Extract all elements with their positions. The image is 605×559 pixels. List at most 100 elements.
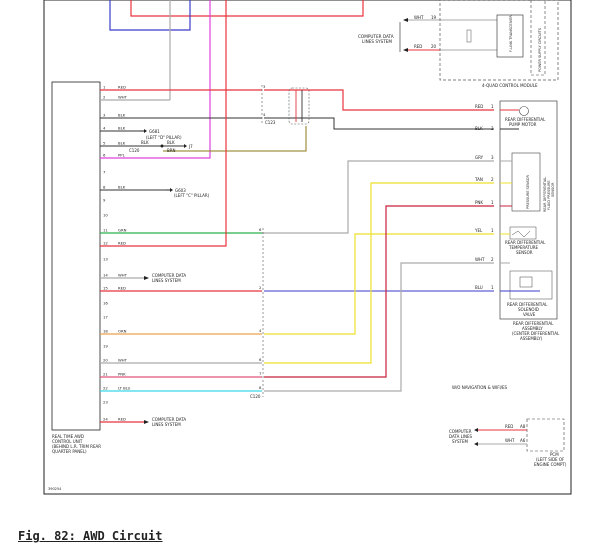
rtc-pin-wire-color: BLK bbox=[118, 113, 126, 118]
assembly-label: REAR DIFFERENTIAL ASSEMBLY (CENTER DIFFE… bbox=[512, 321, 560, 341]
connector-pin-number: 8 bbox=[259, 385, 262, 390]
ps-wire-color: PNK bbox=[475, 200, 483, 205]
svg-text:C120: C120 bbox=[129, 148, 140, 153]
temperature-sensor: YEL 1 REAR DIFFERENTIAL TEMPERATURE SENS… bbox=[474, 226, 546, 264]
svg-text:SENSOR: SENSOR bbox=[516, 250, 533, 255]
rtc-pin-number: 14 bbox=[103, 273, 108, 278]
diagram-frame bbox=[43, 0, 572, 495]
svg-text:LINES SYSTEM: LINES SYSTEM bbox=[152, 278, 181, 283]
connector-pin-number: 6 bbox=[259, 357, 262, 362]
svg-text:2: 2 bbox=[491, 126, 494, 131]
svg-text:RED: RED bbox=[475, 104, 483, 109]
c123-label: C123 bbox=[265, 120, 276, 125]
wire-pin12-red bbox=[100, 90, 227, 247]
figure-caption: Fig. 82: AWD Circuit bbox=[18, 529, 163, 543]
wire-pnk-cont bbox=[264, 205, 494, 378]
svg-text:G681: G681 bbox=[149, 129, 160, 134]
rtc-pin-number: 18 bbox=[103, 329, 108, 334]
rtc-pin-wire-color: RED bbox=[118, 85, 126, 90]
rtc-pin-number: 9 bbox=[103, 198, 106, 203]
svg-text:A6: A6 bbox=[520, 438, 526, 443]
rtc-pin-wire-color: RED bbox=[118, 417, 126, 422]
svg-text:RED: RED bbox=[505, 424, 513, 429]
rtc-cdl-1: COMPUTER DATA LINES SYSTEM bbox=[144, 273, 186, 283]
rtc-pin-number: 16 bbox=[103, 301, 108, 306]
flink-label: F-LINK TRANSCEIVER bbox=[509, 15, 513, 52]
rtc-pin-number: 15 bbox=[103, 286, 108, 291]
rtc-unit-box bbox=[51, 81, 101, 431]
rtc-pin-number: 17 bbox=[103, 315, 108, 320]
rtc-pin-wire-color: PNK bbox=[118, 372, 126, 377]
drawing-id: 390254 bbox=[48, 487, 62, 491]
svg-text:REAR DIFFERENTIAL: REAR DIFFERENTIAL bbox=[543, 177, 547, 212]
c120-label: C120 bbox=[250, 394, 261, 399]
pcm-module: RED A8 WHT A6 PCM (LEFT SIDE OF ENGINE C… bbox=[474, 418, 567, 467]
top-red-trace bbox=[130, 0, 364, 17]
ground-g681: G681 (LEFT "D" PILLAR) bbox=[140, 129, 182, 140]
psu-box bbox=[530, 0, 546, 76]
svg-text:1: 1 bbox=[491, 228, 494, 233]
connector-pin-number: 7 bbox=[259, 371, 262, 376]
connector-pin-number: 4 bbox=[263, 112, 266, 117]
psu-label: POWER SUPPLY CIRCUITS bbox=[538, 27, 542, 72]
rtc-pin-wire-color: WHT bbox=[118, 95, 128, 100]
svg-text:REAR DIFFERENTIAL: REAR DIFFERENTIAL bbox=[505, 117, 546, 122]
rtc-pin-wire-color: LT BLU bbox=[118, 386, 131, 391]
rtc-pin-number: 6 bbox=[103, 153, 106, 158]
svg-text:LINES SYSTEM: LINES SYSTEM bbox=[152, 422, 181, 427]
rtc-pin-wire-color: ORN bbox=[118, 329, 127, 334]
top-wht-pin: 19 bbox=[431, 15, 437, 20]
svg-text:TEMPERATURE: TEMPERATURE bbox=[508, 245, 539, 250]
svg-text:SOLENOID: SOLENOID bbox=[518, 307, 539, 312]
rtc-pin-number: 3 bbox=[103, 113, 106, 118]
rtc-pin-number: 11 bbox=[103, 228, 108, 233]
wire-ltblu-gry bbox=[264, 262, 494, 392]
rtc-cdl-2: COMPUTER DATA LINES SYSTEM bbox=[144, 417, 186, 427]
ps-wire-color: TAN bbox=[474, 177, 483, 182]
rtc-pin-number: 24 bbox=[103, 417, 108, 422]
connector-pin-number: 4 bbox=[259, 328, 262, 333]
wire-orn-yel bbox=[264, 233, 494, 335]
svg-text:BLK: BLK bbox=[167, 140, 175, 145]
nav-note: W/O NAVIGATION & WIFI/ES bbox=[452, 385, 508, 390]
rtc-pin-number: 22 bbox=[103, 386, 108, 391]
rtc-pin-number: 7 bbox=[103, 170, 106, 175]
wire-brn-shield bbox=[163, 126, 307, 152]
svg-text:A8: A8 bbox=[520, 424, 526, 429]
wire-gry-ps bbox=[262, 160, 494, 234]
wire-wht-tan bbox=[264, 182, 494, 364]
rtc-pin-number: 20 bbox=[103, 358, 108, 363]
svg-text:J7: J7 bbox=[188, 144, 193, 149]
rtc-pin-number: 19 bbox=[103, 344, 108, 349]
svg-text:(LEFT SIDE OF: (LEFT SIDE OF bbox=[536, 457, 565, 462]
wire-magenta-riser bbox=[100, 0, 211, 159]
solenoid-valve: BLU 1 REAR DIFFERENTIAL SOLENOID VALVE bbox=[475, 270, 553, 317]
rtc-pin-number: 12 bbox=[103, 241, 108, 246]
shield-twisted-pair bbox=[288, 87, 310, 125]
svg-text:VALVE: VALVE bbox=[523, 312, 536, 317]
svg-text:2: 2 bbox=[491, 257, 494, 262]
svg-text:YEL: YEL bbox=[474, 228, 483, 233]
rtc-pin-wire-color: PPL bbox=[118, 153, 126, 158]
ground-splice-c120: BLK C120 J7 BLK BRN bbox=[129, 140, 193, 153]
svg-text:BLU: BLU bbox=[475, 285, 483, 290]
rtc-pin-number: 13 bbox=[103, 257, 108, 262]
ps-wire-pin: 2 bbox=[491, 177, 494, 182]
top-arrow-1 bbox=[403, 18, 408, 22]
svg-text:PUMP MOTOR: PUMP MOTOR bbox=[509, 122, 537, 127]
svg-text:1: 1 bbox=[491, 285, 494, 290]
quad-control-module-label: 4-QUAD CONTROL MODULE bbox=[482, 83, 538, 88]
svg-text:FLUID PRESSURE: FLUID PRESSURE bbox=[547, 180, 551, 210]
resistor-1 bbox=[466, 29, 472, 43]
wire-pin3-blk-cont bbox=[264, 117, 494, 130]
top-red-label: RED bbox=[414, 44, 422, 49]
svg-text:(LEFT "D" PILLAR): (LEFT "D" PILLAR) bbox=[146, 135, 182, 140]
svg-text:COMPUTER DATA: COMPUTER DATA bbox=[152, 273, 186, 278]
svg-text:WHT: WHT bbox=[475, 257, 485, 262]
quad-control-module-box bbox=[439, 0, 559, 81]
rtc-pin-number: 5 bbox=[103, 141, 106, 146]
connector-pin-number: 6 bbox=[259, 227, 262, 232]
svg-text:1: 1 bbox=[491, 104, 494, 109]
